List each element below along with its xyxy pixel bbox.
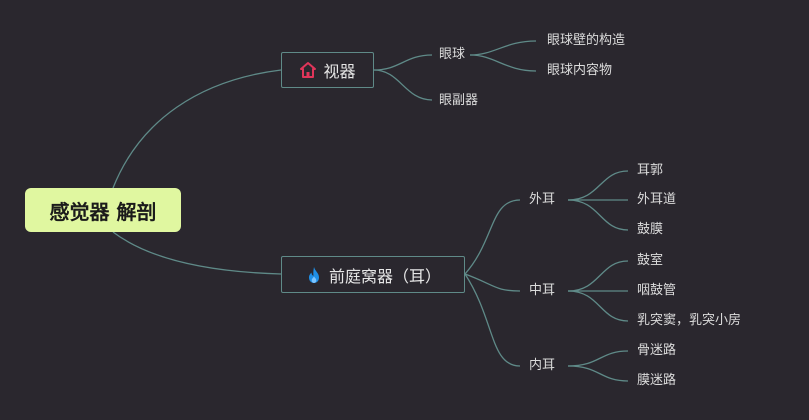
root-topic-label: 感觉器 解剖 xyxy=(49,199,157,224)
topic-eyeball-wall[interactable]: 眼球壁的构造 xyxy=(547,33,626,48)
root-topic[interactable]: 感觉器 解剖 xyxy=(25,188,181,232)
connector-ear-to-outer xyxy=(464,199,521,275)
flame-icon xyxy=(305,266,323,284)
topic-auditory-tube[interactable]: 咽鼓管 xyxy=(637,283,677,298)
topic-eyeball[interactable]: 眼球 xyxy=(439,47,466,62)
topic-mastoid[interactable]: 乳突窦，乳突小房 xyxy=(637,313,742,328)
branch-ear-label: 前庭窝器（耳） xyxy=(328,266,441,286)
connector-eyeball-to-wall xyxy=(469,40,537,56)
topic-membranous-labyrinth[interactable]: 膜迷路 xyxy=(637,373,677,388)
house-icon xyxy=(299,61,317,79)
topic-inner-ear[interactable]: 内耳 xyxy=(529,358,556,373)
connector-ear-to-inner xyxy=(464,273,521,367)
connector-root-to-ear xyxy=(112,231,282,275)
branch-vision-label: 视器 xyxy=(323,62,356,81)
connector-inner-to-membranous xyxy=(567,365,629,382)
connector-vision-to-eyeball xyxy=(373,54,433,71)
connector-ear-to-middle xyxy=(464,273,521,292)
connector-vision-to-accessory xyxy=(373,69,433,101)
connector-outer-to-tympanic xyxy=(567,199,629,231)
branch-ear[interactable]: 前庭窝器（耳） xyxy=(281,256,465,293)
topic-eyeball-contents[interactable]: 眼球内容物 xyxy=(547,63,613,78)
branch-vision[interactable]: 视器 xyxy=(281,52,374,88)
topic-bony-labyrinth[interactable]: 骨迷路 xyxy=(637,343,677,358)
topic-tympanic-membrane[interactable]: 鼓膜 xyxy=(637,222,664,237)
connector-inner-to-bony xyxy=(567,350,629,367)
connector-lines xyxy=(112,40,629,382)
connector-eyeball-to-contents xyxy=(469,54,537,72)
connector-outer-to-auricle xyxy=(567,170,629,201)
topic-accessory-organs[interactable]: 眼副器 xyxy=(439,93,479,108)
topic-outer-ear[interactable]: 外耳 xyxy=(529,192,556,207)
connector-middle-to-cavity xyxy=(567,260,629,292)
topic-tympanic-cavity[interactable]: 鼓室 xyxy=(637,253,664,268)
topic-middle-ear[interactable]: 中耳 xyxy=(529,283,556,298)
topic-auricle[interactable]: 耳郭 xyxy=(637,163,664,178)
connector-root-to-vision xyxy=(112,69,282,189)
topic-ear-canal[interactable]: 外耳道 xyxy=(637,192,677,207)
connector-middle-to-mastoid xyxy=(567,290,629,322)
